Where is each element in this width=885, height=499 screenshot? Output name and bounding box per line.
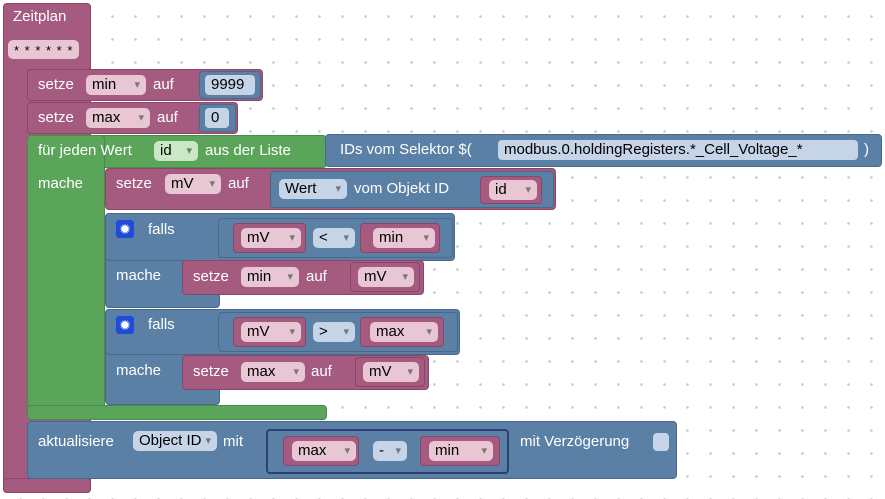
foreach-block-spine <box>27 135 105 420</box>
if2-set-setze: setze <box>193 363 229 380</box>
set-min-auf: auf <box>153 76 174 93</box>
if1-set-setze: setze <box>193 268 229 285</box>
id-var-dropdown[interactable]: id <box>489 180 537 200</box>
foreach-from-list: aus der Liste <box>205 142 291 159</box>
update-target-dropdown[interactable]: Object ID <box>133 431 217 451</box>
foreach-mache: mache <box>38 175 84 192</box>
if2-left-dropdown[interactable]: mV <box>241 322 301 342</box>
number-field-0[interactable]: 0 <box>205 108 229 128</box>
delay-label: mit Verzögerung <box>520 433 630 450</box>
if2-gear-icon[interactable]: ✹ <box>116 316 134 334</box>
arith-right-dropdown[interactable]: min <box>429 441 493 461</box>
schedule-block-footer <box>3 478 91 493</box>
from-object-label: vom Objekt ID <box>354 180 450 197</box>
if1-gear-icon[interactable]: ✹ <box>116 220 134 238</box>
selector-suffix: ) <box>864 141 869 158</box>
attr-dropdown[interactable]: Wert <box>279 179 347 199</box>
if2-mache: mache <box>116 362 162 379</box>
if2-value-dropdown[interactable]: mV <box>363 362 419 382</box>
set-mv-setze: setze <box>116 175 152 192</box>
foreach-var-dropdown[interactable]: id <box>154 141 198 161</box>
if2-right-dropdown[interactable]: max <box>370 322 438 342</box>
if2-set-auf: auf <box>311 363 332 380</box>
arith-left-dropdown[interactable]: max <box>292 441 356 461</box>
update-label: aktualisiere <box>38 433 114 450</box>
schedule-title: Zeitplan <box>13 8 67 25</box>
set-min-setze: setze <box>38 76 74 93</box>
set-mv-auf: auf <box>228 175 249 192</box>
selector-pattern-field[interactable]: modbus.0.holdingRegisters.*_Cell_Voltage… <box>498 140 858 160</box>
set-max-setze: setze <box>38 109 74 126</box>
set-max-var-dropdown[interactable]: max <box>86 108 150 128</box>
set-mv-var-dropdown[interactable]: mV <box>165 174 221 194</box>
if1-right-dropdown[interactable]: min <box>373 228 435 248</box>
foreach-block-footer <box>27 405 327 420</box>
update-mit: mit <box>223 433 243 450</box>
arith-op-dropdown[interactable]: - <box>373 441 407 461</box>
schedule-cron-field[interactable]: * * * * * * <box>8 40 80 59</box>
foreach-label: für jeden Wert <box>38 142 132 159</box>
if2-falls: falls <box>148 316 175 333</box>
set-min-var-dropdown[interactable]: min <box>86 75 146 95</box>
if1-set-auf: auf <box>306 268 327 285</box>
if1-falls: falls <box>148 221 175 238</box>
if1-left-dropdown[interactable]: mV <box>241 228 301 248</box>
if1-mache: mache <box>116 267 162 284</box>
if1-op-dropdown[interactable]: < <box>313 228 355 248</box>
if2-op-dropdown[interactable]: > <box>313 322 355 342</box>
set-max-auf: auf <box>157 109 178 126</box>
if1-value-dropdown[interactable]: mV <box>358 267 414 287</box>
delay-checkbox[interactable] <box>653 433 669 451</box>
selector-prefix: IDs vom Selektor $( <box>340 141 472 158</box>
number-field-9999[interactable]: 9999 <box>205 75 255 95</box>
if2-set-var-dropdown[interactable]: max <box>241 362 305 382</box>
if1-set-var-dropdown[interactable]: min <box>241 267 299 287</box>
